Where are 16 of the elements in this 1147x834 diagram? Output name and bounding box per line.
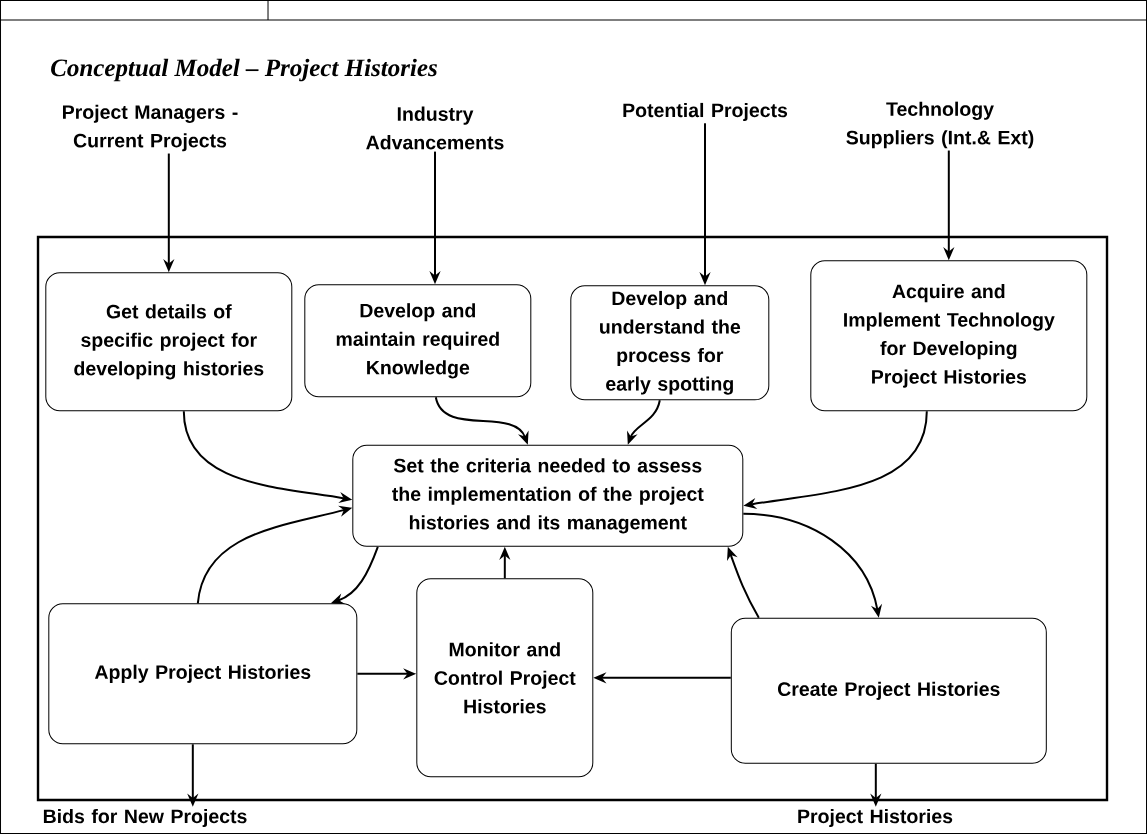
process-box: Get details of specific project for developing histories bbox=[45, 272, 293, 412]
process-box: Acquire and Implement Technology for Developing Project Histories bbox=[810, 260, 1088, 412]
title: Conceptual Model – Project Histories bbox=[51, 58, 437, 82]
flow-text: Project Managers - Current Projects bbox=[63, 104, 238, 152]
process-box: Apply Project Histories bbox=[48, 603, 358, 745]
frame-box bbox=[36, 235, 1109, 802]
process-box: Develop and understand the process for early spotting bbox=[570, 285, 770, 401]
flow-text: Technology Suppliers (Int.& Ext) bbox=[846, 101, 1034, 149]
process-box: Set the criteria needed to assess the implementation of the project histories and its management bbox=[352, 444, 744, 547]
flow-text: Project Histories bbox=[798, 808, 953, 828]
process-box: Create Project Histories bbox=[730, 617, 1047, 764]
process-box: Develop and maintain required Knowledge bbox=[304, 284, 532, 398]
flow-text: Potential Projects bbox=[623, 102, 788, 122]
flow-text: Industry Advancements bbox=[366, 106, 504, 150]
process-box: Monitor and Control Project Histories bbox=[416, 578, 594, 778]
flow-text: Bids for New Projects bbox=[43, 808, 247, 828]
